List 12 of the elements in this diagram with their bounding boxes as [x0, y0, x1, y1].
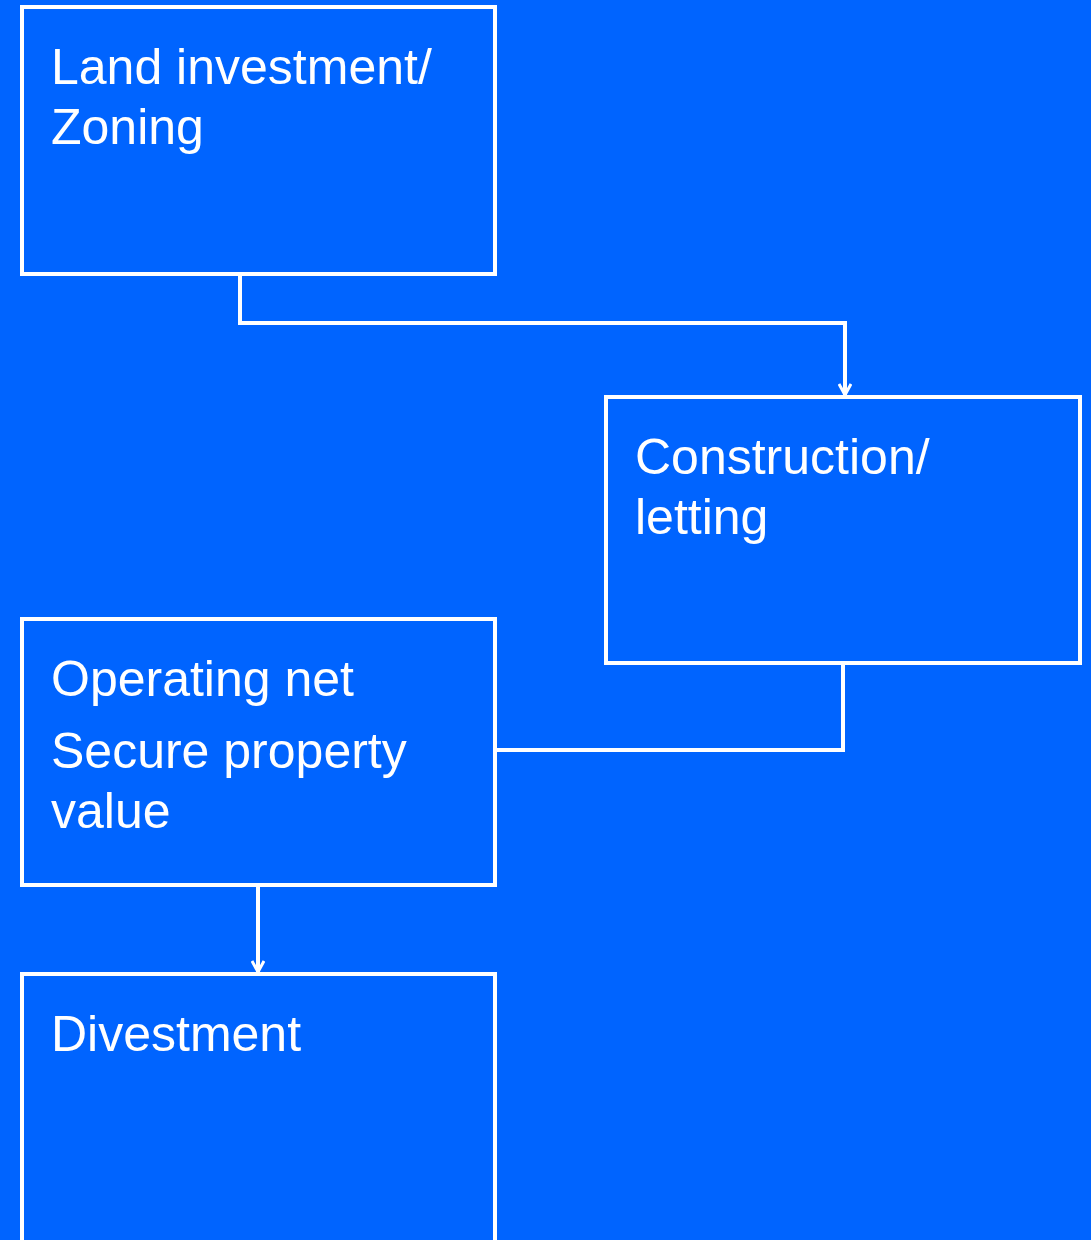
arrow: [238, 276, 853, 397]
process-box: [604, 395, 1082, 665]
process-box: [20, 617, 497, 887]
box-label: Secure property value: [51, 722, 408, 841]
box-label: Land investment/ Zoning: [51, 38, 433, 157]
connector-line: [497, 665, 845, 752]
box-label: Divestment: [51, 1005, 303, 1064]
process-box: [20, 972, 497, 1240]
process-box: [20, 5, 497, 276]
box-label: Construction/ letting: [635, 428, 931, 547]
arrow: [250, 887, 266, 974]
box-label: Operating net: [51, 650, 355, 709]
